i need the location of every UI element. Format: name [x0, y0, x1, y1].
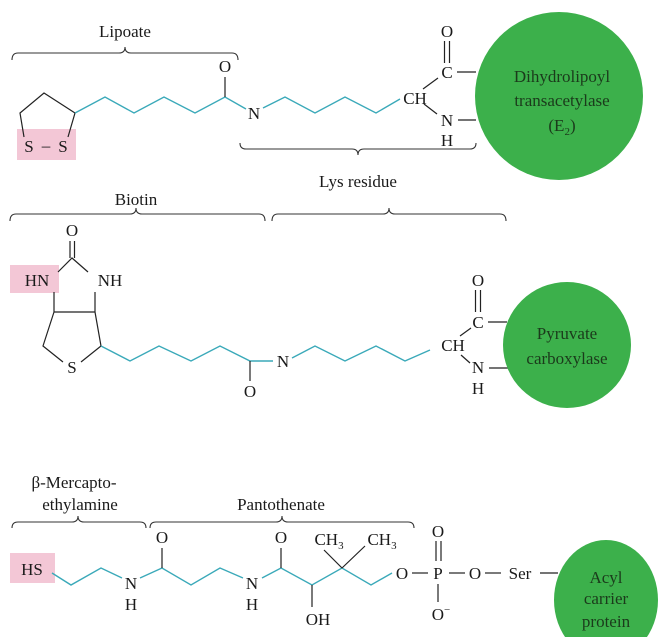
amide-hydrogen-2: H: [246, 595, 258, 614]
methyl-right: CH3: [367, 530, 397, 552]
lipoate-panel: Lipoate S – S O N CH C O N H Lys residue…: [11, 12, 643, 191]
ureido-double-bond: [69, 241, 76, 258]
pyruvate-label-line2: carboxylase: [526, 349, 607, 368]
biotin-backbone-hydrogen: H: [472, 379, 484, 398]
phosphate-oxygen-anion: O−: [432, 604, 451, 624]
ureido-oxygen: O: [66, 221, 78, 240]
disulfide-highlight: [17, 129, 76, 160]
mercaptoethylamine-label-line2: ethylamine: [42, 495, 118, 514]
p-o-double-bond: [435, 541, 442, 561]
carbonyl-oxygen-1: O: [156, 528, 168, 547]
biotin-ch-to-c-bond: [459, 327, 472, 337]
biotin-ch-to-n-bond: [460, 354, 471, 364]
ch-to-n-bond: [423, 103, 438, 115]
biotin-alpha-carbon-ch: CH: [441, 336, 465, 355]
ureido-nitrogen-hn: HN: [25, 271, 50, 290]
biotin-backbone-nitrogen: N: [472, 358, 484, 377]
methyl-bonds: [323, 545, 366, 569]
ester-oxygen: O: [396, 564, 408, 583]
biotin-carbonyl-oxygen: O: [244, 382, 256, 401]
mercaptoethylamine-brace: [11, 515, 147, 529]
dithiolane-ring: [19, 92, 76, 138]
lipoate-brace: [11, 46, 239, 61]
lipoate-label: Lipoate: [99, 22, 151, 41]
lys-residue-label: Lys residue: [319, 172, 397, 191]
acyl-carrier-panel: β-Mercapto- ethylamine Pantothenate HS N…: [10, 473, 658, 637]
lys-residue-brace-2: [271, 207, 507, 222]
biotin-panel: Biotin O HN NH S O N CH C O N H Pyruvate…: [9, 190, 631, 408]
biotin-backbone-oxygen: O: [472, 271, 484, 290]
amide-nitrogen-2: N: [246, 574, 258, 593]
ch-to-c-bond: [422, 77, 439, 90]
phosphorus: P: [433, 564, 442, 583]
alpha-carbon-ch: CH: [403, 89, 427, 108]
protein-label-line1: Dihydrolipoyl: [514, 67, 611, 86]
acp-label-line2: carrier: [584, 589, 629, 608]
biotin-lysine-side-chain: [291, 345, 431, 362]
acyl-carrier-protein: [554, 540, 658, 637]
pyruvate-label-line1: Pyruvate: [537, 324, 597, 343]
pyruvate-carboxylase-protein: [503, 282, 631, 408]
dihydrolipoyl-transacetylase-protein: [475, 12, 643, 180]
methyl-left: CH3: [314, 530, 344, 552]
ureido-nitrogen-nh: NH: [98, 271, 123, 290]
biotin-ring-bonds: [42, 257, 102, 363]
pantothenate-label: Pantothenate: [237, 495, 325, 514]
thiophane-sulfur: S: [67, 358, 76, 377]
backbone-hydrogen: H: [441, 131, 453, 150]
c-o-double-bond: [443, 41, 451, 63]
biotin-c-o-double-bond: [474, 290, 482, 312]
sulfur-1: S: [24, 137, 33, 156]
serine-residue: Ser: [509, 564, 532, 583]
amide-nitrogen: N: [248, 104, 260, 123]
acp-label-line3: protein: [582, 612, 631, 631]
hydroxyl-oh: OH: [306, 610, 331, 629]
mercaptoethylamine-label-line1: β-Mercapto-: [31, 473, 116, 492]
disulfide-bond: –: [41, 136, 51, 155]
lys-residue-brace-1: [239, 142, 477, 156]
biotin-label: Biotin: [115, 190, 158, 209]
protein-label-line3: (E2): [548, 116, 575, 138]
protein-label-line2: transacetylase: [514, 91, 609, 110]
backbone-nitrogen: N: [441, 111, 453, 130]
amide-nitrogen-1: N: [125, 574, 137, 593]
lipoate-carbonyl-oxygen: O: [219, 57, 231, 76]
lipoate-chain: [74, 96, 247, 114]
biotin-brace: [9, 207, 266, 222]
carbonyl-carbon: C: [441, 63, 452, 82]
hn-highlight: [10, 265, 59, 293]
thiol-highlight: [10, 553, 55, 583]
biotin-chain: [100, 345, 273, 362]
carbonyl-oxygen: O: [441, 22, 453, 41]
biotin-amide-nitrogen: N: [277, 352, 289, 371]
acp-label-line1: Acyl: [589, 568, 622, 587]
pantothenate-brace: [149, 515, 415, 529]
acp-chain: [51, 567, 393, 586]
sulfur-2: S: [58, 137, 67, 156]
biotin-carbonyl-carbon: C: [472, 313, 483, 332]
phosphoryl-oxygen: O: [432, 522, 444, 541]
amide-hydrogen-1: H: [125, 595, 137, 614]
lysine-side-chain: [262, 96, 401, 114]
carbonyl-oxygen-2: O: [275, 528, 287, 547]
serine-oxygen: O: [469, 564, 481, 583]
thiol-hs: HS: [21, 560, 43, 579]
